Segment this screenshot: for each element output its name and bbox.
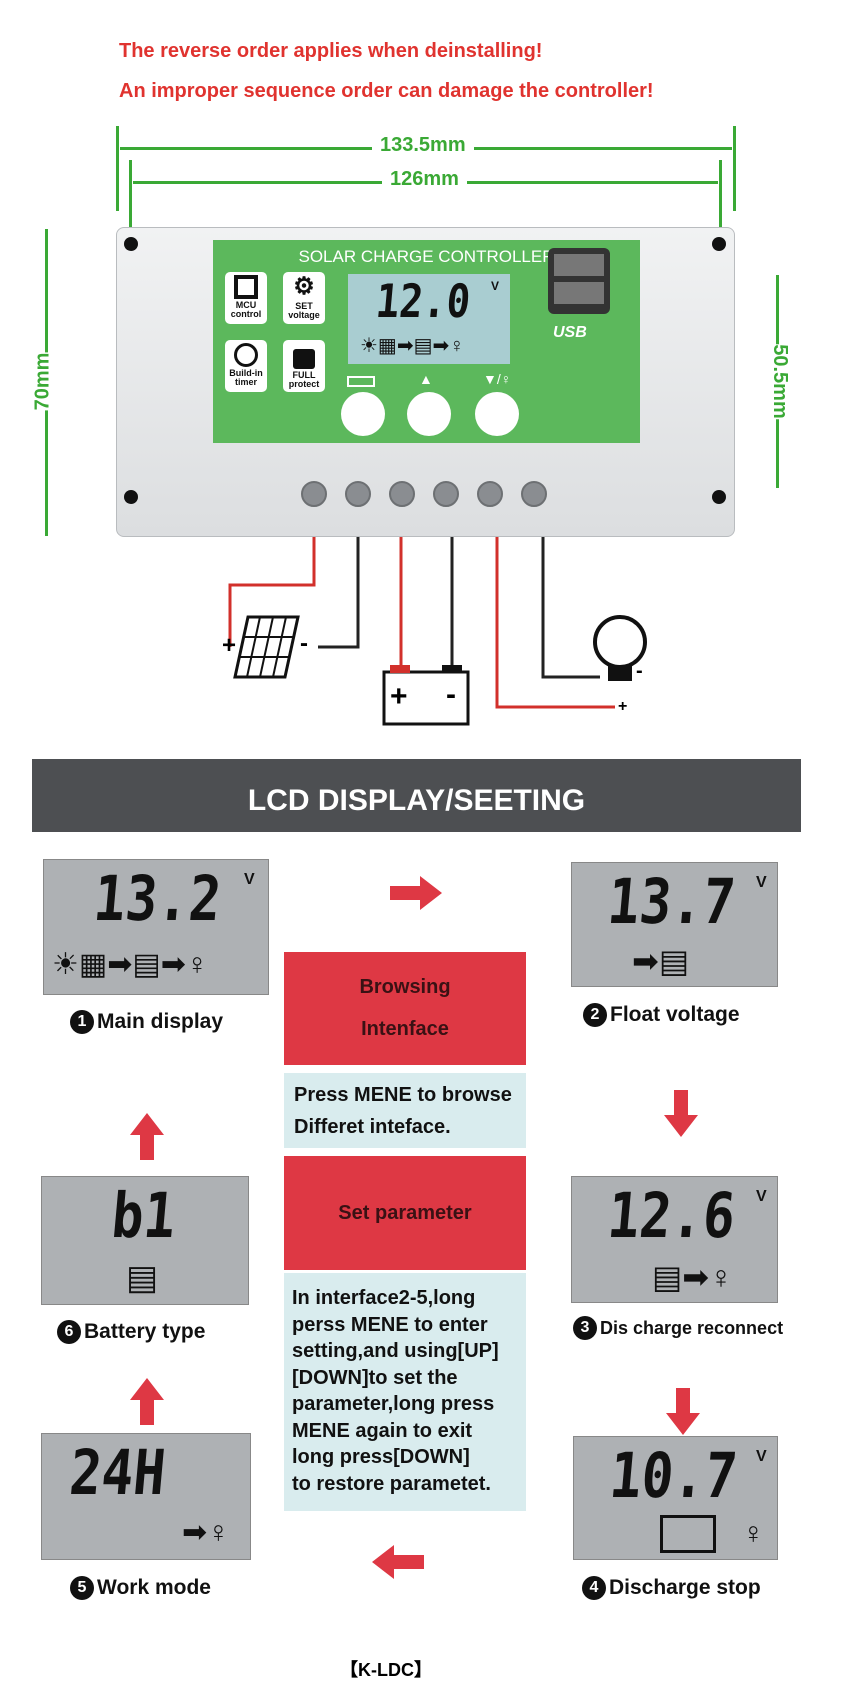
gear-icon: ⚙ bbox=[293, 273, 315, 300]
arrow-up-icon bbox=[130, 1113, 164, 1160]
screen-work-mode: 24H ➡♀ bbox=[41, 1433, 251, 1560]
lcd-unit: V bbox=[491, 279, 500, 293]
up-icon: ▲ bbox=[419, 371, 433, 387]
arrow-down-icon bbox=[666, 1388, 700, 1435]
warning-1: The reverse order applies when deinstall… bbox=[119, 40, 543, 62]
controller-lcd: 12.0 V ☀▦➡▤➡♀ bbox=[348, 274, 510, 364]
mount-hole bbox=[712, 490, 726, 504]
screen-value: 13.2 bbox=[90, 862, 225, 935]
screen-unit: V bbox=[244, 871, 255, 888]
load-icon: ♀ bbox=[742, 1517, 765, 1550]
down-load-button[interactable] bbox=[475, 392, 519, 436]
screen-value: 12.6 bbox=[604, 1179, 739, 1252]
battery-icon bbox=[382, 665, 470, 726]
feature-timer: Build-in timer bbox=[225, 340, 267, 392]
battery-load-icon: ▤➡♀ bbox=[652, 1259, 734, 1295]
usb-label: USB bbox=[553, 324, 587, 341]
chip-icon bbox=[234, 275, 258, 299]
screen-value: 24H bbox=[66, 1436, 169, 1509]
dim-tick bbox=[733, 126, 736, 211]
clock-icon bbox=[234, 343, 258, 367]
up-button[interactable] bbox=[407, 392, 451, 436]
solar-battery-load-icons: ☀▦➡▤➡♀ bbox=[360, 335, 465, 357]
arrow-up-icon bbox=[130, 1378, 164, 1425]
section-banner: LCD DISPLAY/SEETING bbox=[32, 759, 801, 832]
battery-icon: ▤ bbox=[126, 1259, 159, 1297]
dim-hole-height: 50.5mm bbox=[767, 344, 791, 419]
dim-tick bbox=[116, 126, 119, 211]
panel-plus: + bbox=[222, 632, 237, 659]
solar-battery-load-icons: ☀▦➡▤➡♀ bbox=[52, 948, 209, 981]
mount-hole bbox=[124, 237, 138, 251]
terminal-screw bbox=[433, 481, 459, 507]
screen-unit: V bbox=[756, 874, 767, 891]
controller-title: SOLAR CHARGE CONTROLLER bbox=[298, 247, 555, 266]
arrow-down-icon bbox=[664, 1090, 698, 1137]
arrow-right-icon bbox=[390, 876, 442, 910]
menu-button[interactable] bbox=[341, 392, 385, 436]
load-plus: + bbox=[618, 698, 628, 715]
battery-plus: + bbox=[390, 680, 408, 713]
usb-ports[interactable] bbox=[548, 248, 610, 314]
terminal-screw bbox=[477, 481, 503, 507]
screen-value: 13.7 bbox=[604, 865, 739, 938]
set-parameter-header: Set parameter bbox=[284, 1156, 526, 1270]
terminal-screw bbox=[345, 481, 371, 507]
arrow-left-icon bbox=[372, 1545, 424, 1579]
terminal-screw bbox=[301, 481, 327, 507]
mount-hole bbox=[712, 237, 726, 251]
warning-2: An improper sequence order can damage th… bbox=[119, 80, 654, 102]
screen-discharge-stop: 10.7 V ♀ bbox=[573, 1436, 778, 1560]
screen-value: b1 bbox=[108, 1179, 179, 1252]
feature-protect: FULL protect bbox=[283, 340, 325, 392]
screen-unit: V bbox=[756, 1448, 767, 1465]
panel-minus: - bbox=[300, 630, 308, 657]
solar-panel-icon bbox=[233, 615, 300, 679]
dim-tick bbox=[129, 160, 132, 235]
lock-icon bbox=[293, 349, 315, 369]
dim-height: 70mm bbox=[31, 352, 55, 411]
empty-battery-icon bbox=[660, 1515, 716, 1553]
terminal-screw bbox=[389, 481, 415, 507]
menu-icon bbox=[347, 376, 375, 387]
dim-hole-width: 126mm bbox=[382, 168, 467, 191]
terminal-screw bbox=[521, 481, 547, 507]
feature-set: ⚙SET voltage bbox=[283, 272, 325, 324]
lcd-value: 12.0 bbox=[373, 274, 473, 328]
bulb-icon bbox=[593, 615, 647, 681]
model-label: 【K-LDC】 bbox=[340, 1660, 432, 1680]
feature-mcu: MCU control bbox=[225, 272, 267, 324]
screen-discharge-reconnect: 12.6 V ▤➡♀ bbox=[571, 1176, 778, 1303]
screen-main-display: 13.2 V ☀▦➡▤➡♀ bbox=[43, 859, 269, 995]
dim-outer-width: 133.5mm bbox=[372, 134, 474, 157]
battery-minus: - bbox=[446, 678, 456, 711]
screen-value: 10.7 bbox=[606, 1439, 741, 1512]
dim-tick bbox=[719, 160, 722, 235]
mount-hole bbox=[124, 490, 138, 504]
battery-charging-icon: ➡▤ bbox=[632, 943, 690, 979]
screen-battery-type: b1 ▤ bbox=[41, 1176, 249, 1305]
screen-unit: V bbox=[756, 1188, 767, 1205]
controller-panel: SOLAR CHARGE CONTROLLER MCU control ⚙SET… bbox=[213, 240, 640, 443]
wiring-diagram bbox=[228, 537, 647, 726]
screen-float-voltage: 13.7 V ➡▤ bbox=[571, 862, 778, 987]
load-icon: ➡♀ bbox=[182, 1516, 230, 1549]
down-load-icon: ▼/♀ bbox=[483, 371, 512, 387]
load-minus: - bbox=[636, 660, 643, 682]
